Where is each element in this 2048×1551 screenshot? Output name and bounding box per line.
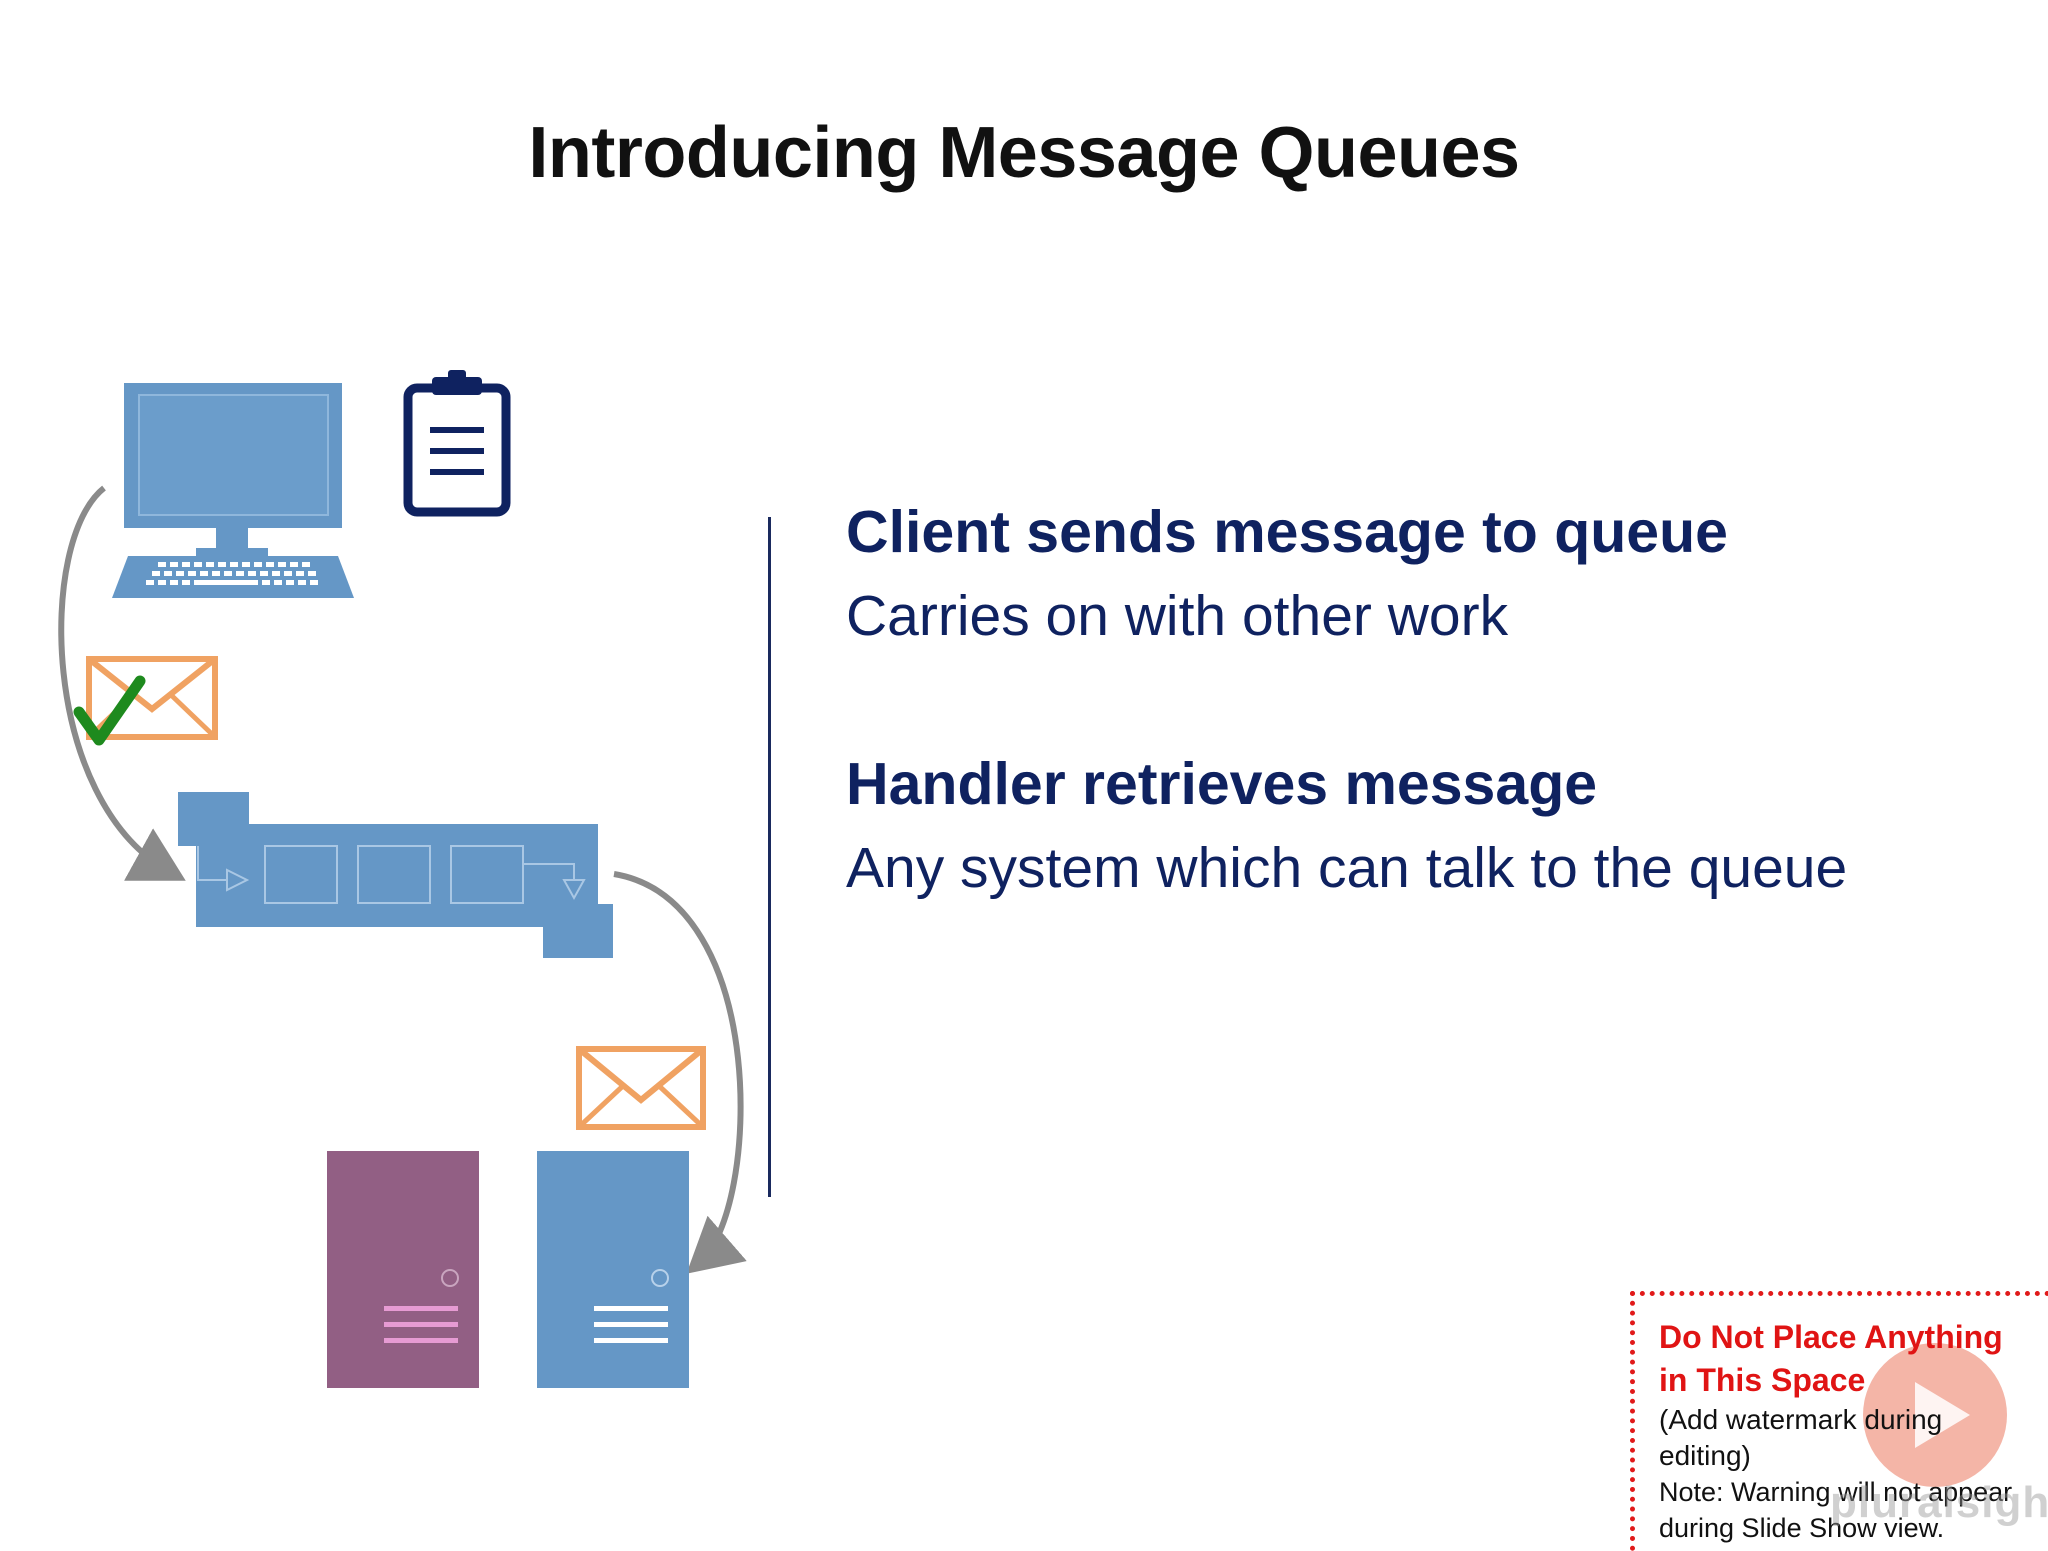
point-heading: Handler retrieves message (846, 751, 1598, 817)
watermark-logo: pluralsight (1830, 1478, 2048, 1527)
point-handler: Handler retrieves message Any system whi… (846, 742, 2026, 910)
clipboard-icon (403, 370, 511, 517)
queue-icon (178, 792, 613, 958)
envelope-retrieved-icon (576, 1046, 706, 1130)
point-heading: Client sends message to queue (846, 499, 1728, 565)
bullet-points: Client sends message to queue Carries on… (846, 490, 2026, 994)
warning-heading-line1: Do Not Place Anything (1659, 1319, 2003, 1355)
warning-sub: (Add watermark during editing) (1659, 1404, 1943, 1471)
server-purple-icon (327, 1151, 479, 1388)
watermark-play-icon (1863, 1343, 2007, 1487)
slide-title: Introducing Message Queues (528, 113, 1520, 193)
point-client: Client sends message to queue Carries on… (846, 490, 2026, 658)
send-arrow (58, 485, 186, 881)
checkmark-icon (73, 675, 146, 746)
point-detail: Any system which can talk to the queue (846, 836, 1848, 900)
client-computer-icon (112, 383, 354, 598)
point-detail: Carries on with other work (846, 584, 1509, 648)
retrieve-arrow (613, 871, 747, 1274)
divider-line (768, 517, 771, 1197)
message-queue-diagram (58, 370, 747, 1388)
server-blue-icon (537, 1151, 689, 1388)
warning-heading-line2: in This Space (1659, 1362, 1866, 1398)
